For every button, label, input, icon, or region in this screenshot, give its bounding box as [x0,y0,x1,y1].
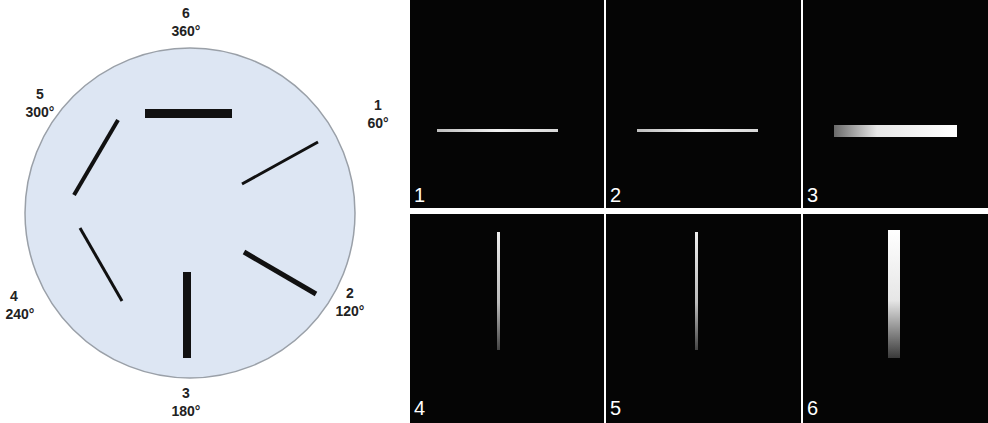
bar-240 [80,228,122,301]
image-bar [834,125,957,137]
angle-number: 300° [26,105,55,119]
angle-value: 180° [172,404,201,418]
angle-number: 6 [182,6,190,20]
angle-value: 360° [172,24,201,38]
bar-300 [74,120,118,195]
bar-180 [183,272,191,358]
angle-value: 240° [6,307,35,321]
bar-360 [145,109,232,118]
panel-number: 3 [807,185,818,205]
panel-number: 1 [414,185,425,205]
image-line [437,129,558,132]
panel-number: 2 [610,185,621,205]
image-panel [803,214,988,423]
image-panel [606,214,801,423]
angle-number: 1 [374,98,382,112]
image-panel [803,0,988,208]
image-line [497,232,500,350]
panel-number: 5 [610,398,621,418]
bar-120 [244,252,316,294]
image-line [695,232,698,350]
panel-number: 4 [414,398,425,418]
angle-number: 4 [10,289,18,303]
image-panel [410,214,604,423]
image-bar [888,230,900,358]
bar-60 [242,142,318,184]
image-line [637,129,758,132]
image-panel [410,0,604,208]
sample-disc [25,48,355,378]
angle-number: 5 [36,87,44,101]
angle-number: 2 [346,286,354,300]
angle-number: 3 [182,386,190,400]
image-panel [606,0,801,208]
angle-value: 120° [336,304,365,318]
angle-value: 60° [367,116,388,130]
panel-number: 6 [807,398,818,418]
